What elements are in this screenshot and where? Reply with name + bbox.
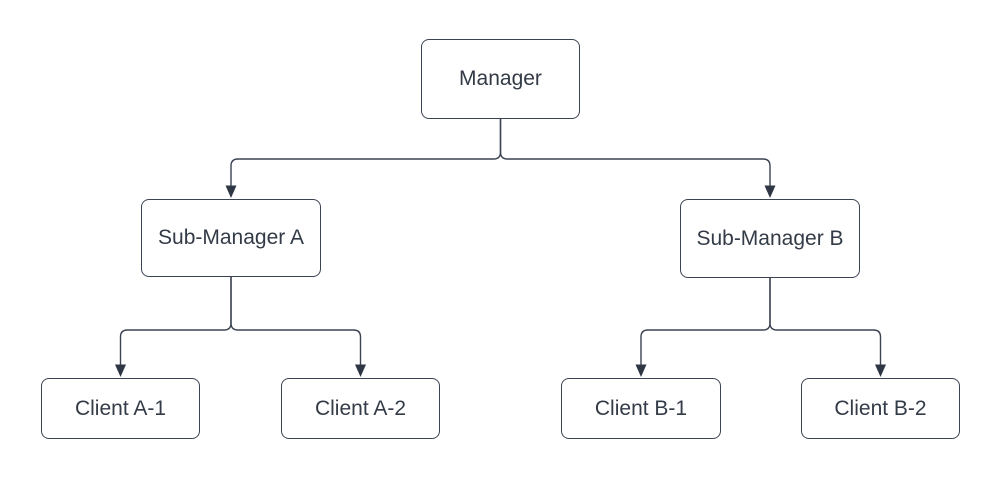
node-client-b2[interactable]: Client B-2 <box>801 378 960 439</box>
node-client-a2[interactable]: Client A-2 <box>281 378 440 439</box>
arrowhead-client-a1 <box>115 364 126 377</box>
node-sub-manager-a-label: Sub-Manager A <box>158 226 304 250</box>
arrowhead-client-a2 <box>355 364 366 377</box>
node-sub-manager-b[interactable]: Sub-Manager B <box>680 199 860 278</box>
node-manager[interactable]: Manager <box>421 39 580 119</box>
node-client-b1[interactable]: Client B-1 <box>561 378 721 439</box>
node-manager-label: Manager <box>459 67 542 91</box>
arrowhead-sub-manager-b <box>764 185 776 198</box>
edge-sub-manager-a-client-a2 <box>230 277 362 365</box>
node-client-a1[interactable]: Client A-1 <box>41 378 200 439</box>
node-client-b1-label: Client B-1 <box>594 396 688 420</box>
node-client-a2-label: Client A-2 <box>314 396 407 420</box>
node-client-a1-label: Client A-1 <box>74 396 167 420</box>
edge-sub-manager-a-client-a1 <box>119 277 232 365</box>
arrowhead-client-b2 <box>875 364 886 377</box>
edge-manager-sub-manager-b <box>499 119 771 186</box>
arrowhead-client-b1 <box>635 364 647 377</box>
edge-sub-manager-b-client-b2 <box>769 278 882 365</box>
node-sub-manager-b-label: Sub-Manager B <box>696 226 844 250</box>
node-client-b2-label: Client B-2 <box>834 396 927 420</box>
node-sub-manager-a[interactable]: Sub-Manager A <box>141 199 321 277</box>
arrowhead-sub-manager-a <box>225 185 237 198</box>
edge-manager-sub-manager-a <box>230 119 502 186</box>
edge-sub-manager-b-client-b1 <box>640 278 771 365</box>
